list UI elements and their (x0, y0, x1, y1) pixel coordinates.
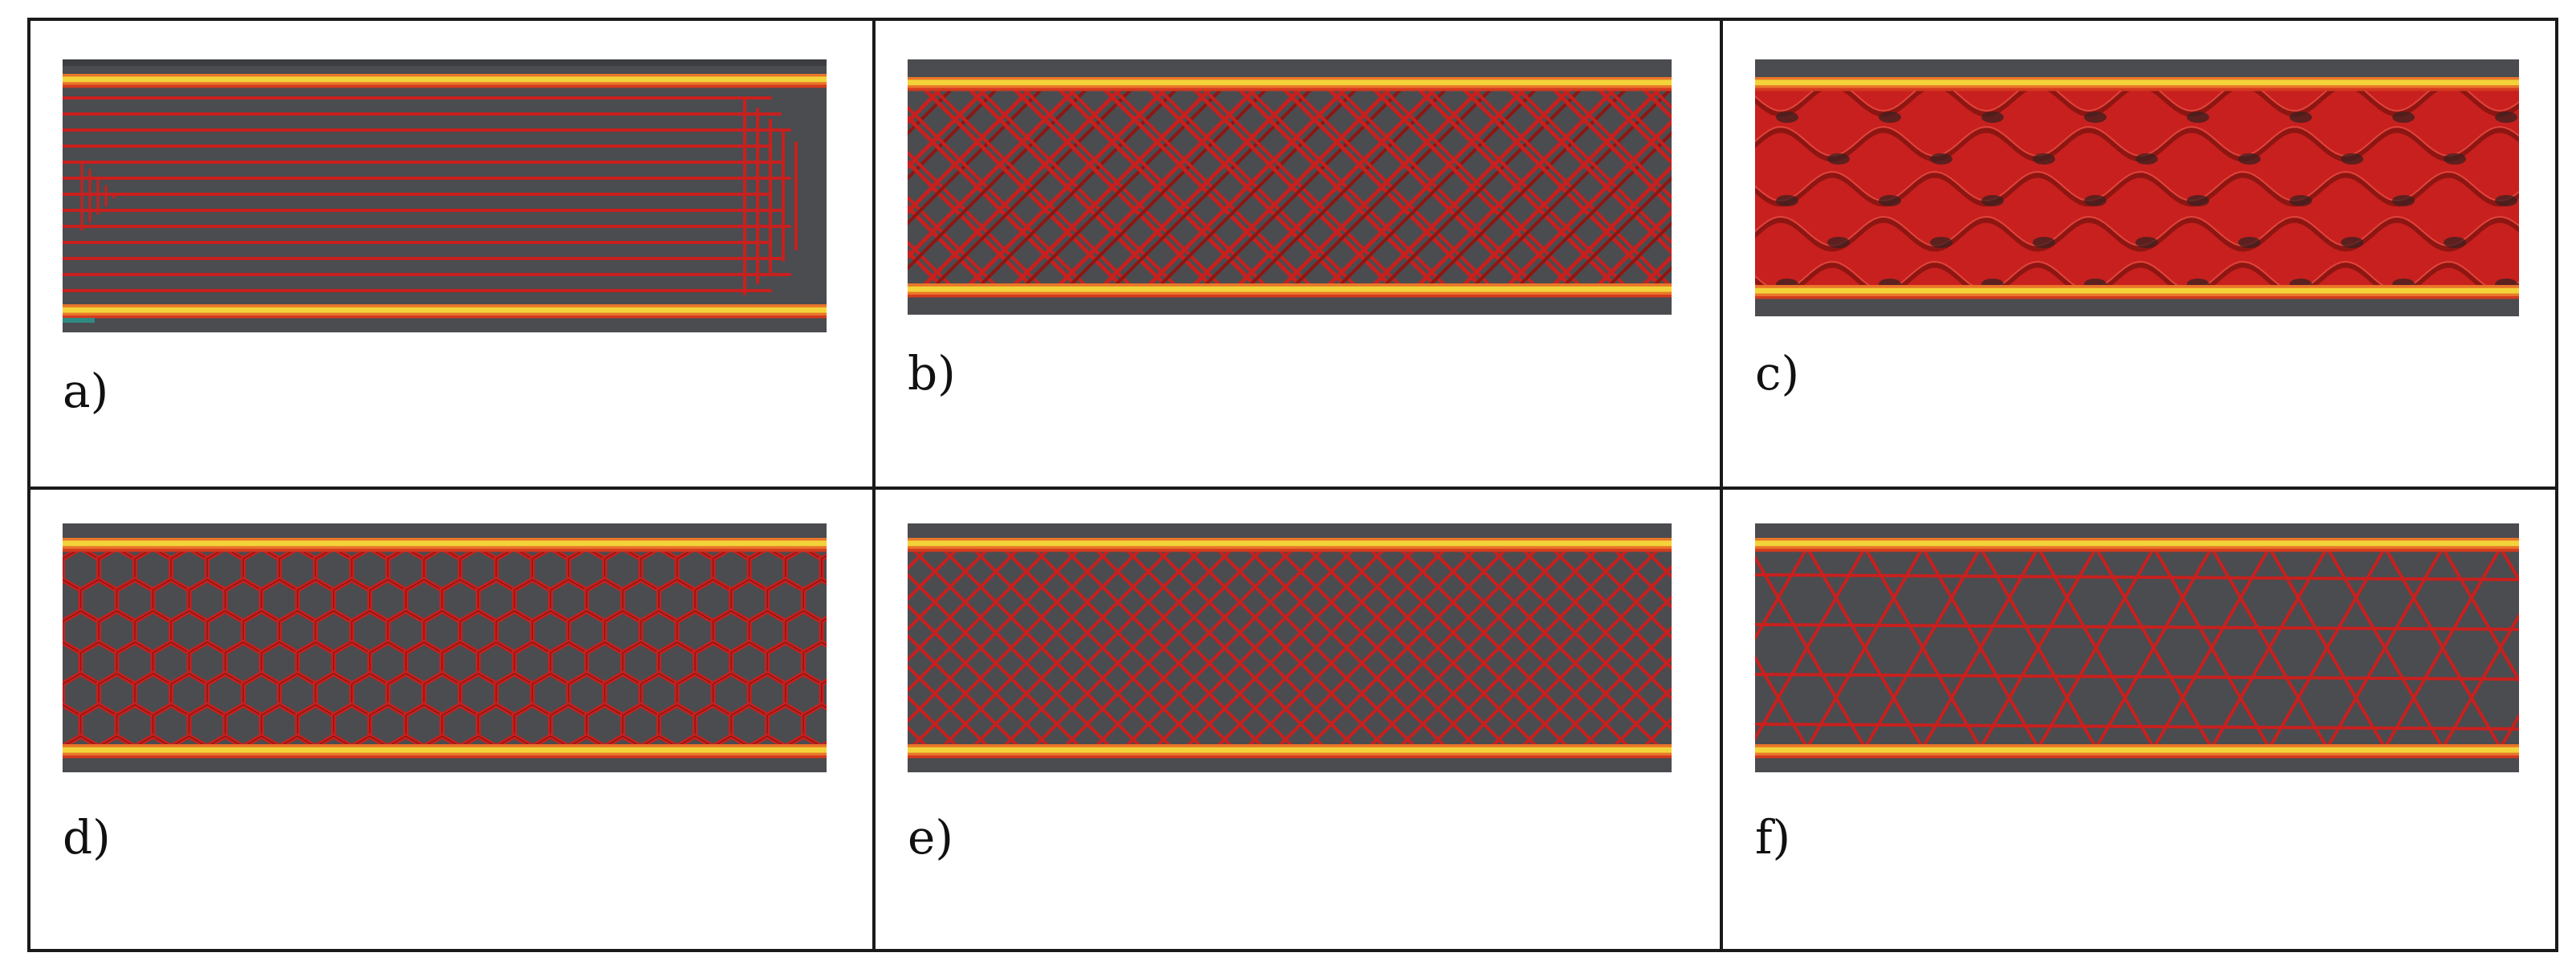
row-divider (30, 486, 2555, 490)
perimeter-walls (63, 538, 827, 759)
column-divider (872, 21, 876, 949)
panel-a-image (63, 59, 827, 332)
panel-f: f) (1723, 490, 2568, 955)
panel-e: e) (876, 490, 1721, 955)
perimeter-walls (908, 538, 1672, 759)
panel-f-label: f) (1755, 810, 1791, 865)
panel-f-image (1755, 523, 2519, 772)
honeycomb-infill-render (63, 523, 827, 772)
gyroid-infill-render (1755, 59, 2519, 316)
perimeter-walls (1755, 77, 2519, 299)
perimeter-walls (908, 77, 1672, 298)
panel-c-label: c) (1755, 346, 1800, 401)
panel-b-image (908, 59, 1672, 315)
panel-a: a) (30, 21, 876, 486)
perimeter-walls (63, 74, 827, 319)
infill-pattern (63, 96, 798, 295)
panel-e-image (908, 523, 1672, 772)
triangles-infill-render (1755, 523, 2519, 772)
panel-d: d) (30, 490, 876, 955)
panel-b: b) (876, 21, 1721, 486)
grid-infill-render (908, 59, 1672, 315)
column-divider (1720, 21, 1723, 949)
infill-pattern (1755, 77, 2519, 299)
panel-c: c) (1723, 21, 2568, 486)
panel-b-label: b) (908, 346, 956, 401)
diamond-infill-render (908, 523, 1672, 772)
infill-pattern (908, 77, 1672, 297)
panel-d-image (63, 523, 827, 772)
panel-c-image (1755, 59, 2519, 316)
lines-infill-render (63, 59, 827, 332)
figure-grid: a) b) c) d) e) f) (27, 18, 2558, 952)
panel-e-label: e) (908, 810, 953, 865)
infill-pattern (1755, 538, 2519, 758)
panel-a-label: a) (63, 364, 109, 418)
infill-pattern (908, 538, 1672, 758)
perimeter-walls (1755, 538, 2519, 759)
panel-d-label: d) (63, 810, 111, 865)
